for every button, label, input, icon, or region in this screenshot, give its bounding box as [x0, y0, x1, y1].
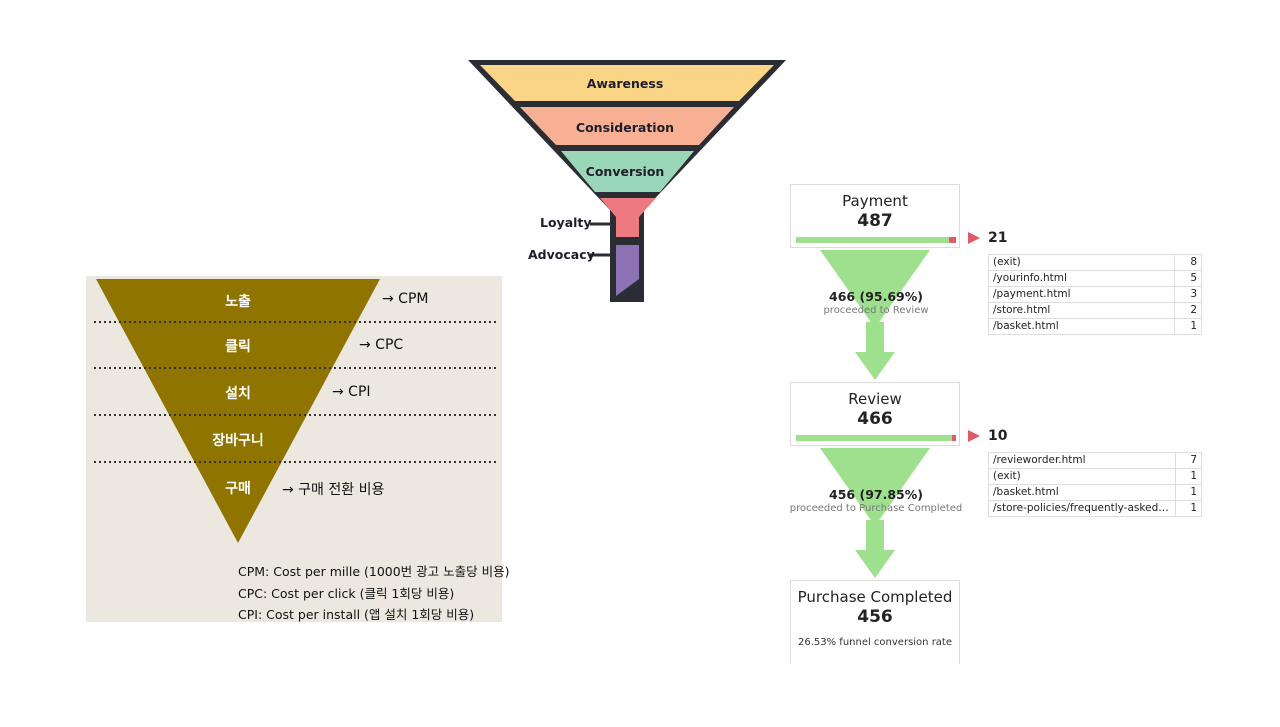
proceeded-label: proceeded to Purchase Completed [789, 503, 963, 514]
exit-page: /yourinfo.html [988, 270, 1175, 287]
step-name: Purchase Completed [797, 588, 953, 606]
flow-arrow-1 [855, 322, 895, 380]
consideration-band [520, 107, 734, 145]
label-advocacy: Advocacy [528, 247, 595, 262]
step-count: 487 [857, 211, 893, 231]
stage-awareness: Awareness [586, 76, 664, 91]
funnel-triangle [96, 279, 380, 543]
step-name: Payment [842, 192, 908, 210]
stage-cart: 장바구니 [212, 433, 264, 449]
exit-value: 1 [1175, 484, 1202, 501]
funnel-conversion-rate: 26.53% funnel conversion rate [797, 637, 953, 648]
legend-cpc: CPC: Cost per click (클릭 1회당 비용) [238, 586, 455, 601]
exit-value: 1 [1175, 468, 1202, 485]
drop-segment [949, 237, 956, 243]
flow-arrow-2 [855, 520, 895, 578]
table-row[interactable]: (exit)8 [988, 254, 1202, 271]
exit-count: 21 [988, 230, 1008, 246]
exit-page: /store-policies/frequently-asked-que... [988, 500, 1176, 517]
flow-taper-2 [820, 448, 930, 526]
marketing-funnel-graphic [468, 60, 786, 302]
awareness-band [480, 65, 774, 101]
stage-purchase: 구매 [225, 481, 251, 497]
step-count: 456 [857, 607, 893, 627]
funnel-step-review[interactable]: Review 466 [790, 382, 960, 446]
exit-value: 2 [1174, 302, 1202, 319]
metric-cpi: → CPI [332, 384, 371, 400]
step-count: 466 [857, 409, 893, 429]
exit-page: /basket.html [988, 318, 1175, 335]
legend-cpm: CPM: Cost per mille (1000번 광고 노출당 비용) [238, 564, 510, 579]
exit-value: 8 [1174, 254, 1202, 271]
conversion-band [561, 151, 694, 192]
table-row[interactable]: (exit)1 [988, 468, 1202, 485]
funnel-flow-graphic [820, 232, 980, 578]
step-name: Review [848, 390, 902, 408]
stage-conversion: Conversion [585, 164, 665, 179]
exit-page: (exit) [988, 468, 1176, 485]
metric-cpm: → CPM [382, 291, 429, 307]
drop-segment [952, 435, 956, 441]
funnel-step-purchase-completed[interactable]: Purchase Completed 456 26.53% funnel con… [790, 580, 960, 664]
metric-cpc: → CPC [359, 337, 404, 353]
proceeded-value: 456 (97.85%) [829, 487, 923, 502]
stage-consideration: Consideration [575, 120, 675, 135]
exit-value: 3 [1174, 286, 1202, 303]
proceeded-label: proceeded to Review [823, 305, 929, 316]
label-loyalty: Loyalty [540, 215, 592, 230]
advocacy-band [616, 245, 639, 296]
flow-taper-1 [820, 250, 930, 328]
exit-value: 1 [1175, 500, 1202, 517]
exit-value: 7 [1175, 452, 1202, 469]
proceeded-summary: 466 (95.69%) proceeded to Review [786, 289, 966, 316]
exit-arrow-icon [968, 232, 980, 244]
ad-cost-funnel-panel: 노출 클릭 설치 장바구니 구매 → CPM → CPC → CPI → 구매 … [86, 276, 509, 622]
legend-cpi: CPI: Cost per install (앱 설치 1회당 비용) [238, 607, 475, 622]
exit-arrow-icon [968, 430, 980, 442]
loyalty-band [600, 198, 656, 237]
exit-page: /basket.html [988, 484, 1176, 501]
exit-value: 5 [1174, 270, 1202, 287]
exit-value: 1 [1174, 318, 1202, 335]
proceeded-summary: 456 (97.85%) proceeded to Purchase Compl… [786, 487, 966, 514]
funnel-step-payment[interactable]: Payment 487 [790, 184, 960, 248]
marketing-funnel: Awareness Consideration Conversion Loyal… [460, 52, 800, 312]
exit-count: 10 [988, 428, 1008, 444]
stage-install: 설치 [225, 386, 251, 402]
exit-page: (exit) [988, 254, 1175, 271]
stage-click: 클릭 [225, 339, 251, 355]
exit-page: /revieworder.html [988, 452, 1176, 469]
stage-impression: 노출 [225, 294, 251, 310]
proceeded-value: 466 (95.69%) [829, 289, 923, 304]
table-row[interactable]: /store-policies/frequently-asked-que...1 [988, 500, 1202, 517]
ad-cost-funnel-graphic [94, 279, 496, 543]
exit-page: /payment.html [988, 286, 1175, 303]
step-bar [796, 435, 956, 441]
step-bar [796, 237, 956, 243]
exit-page: /store.html [988, 302, 1175, 319]
metric-purchase-cost: → 구매 전환 비용 [282, 482, 385, 498]
